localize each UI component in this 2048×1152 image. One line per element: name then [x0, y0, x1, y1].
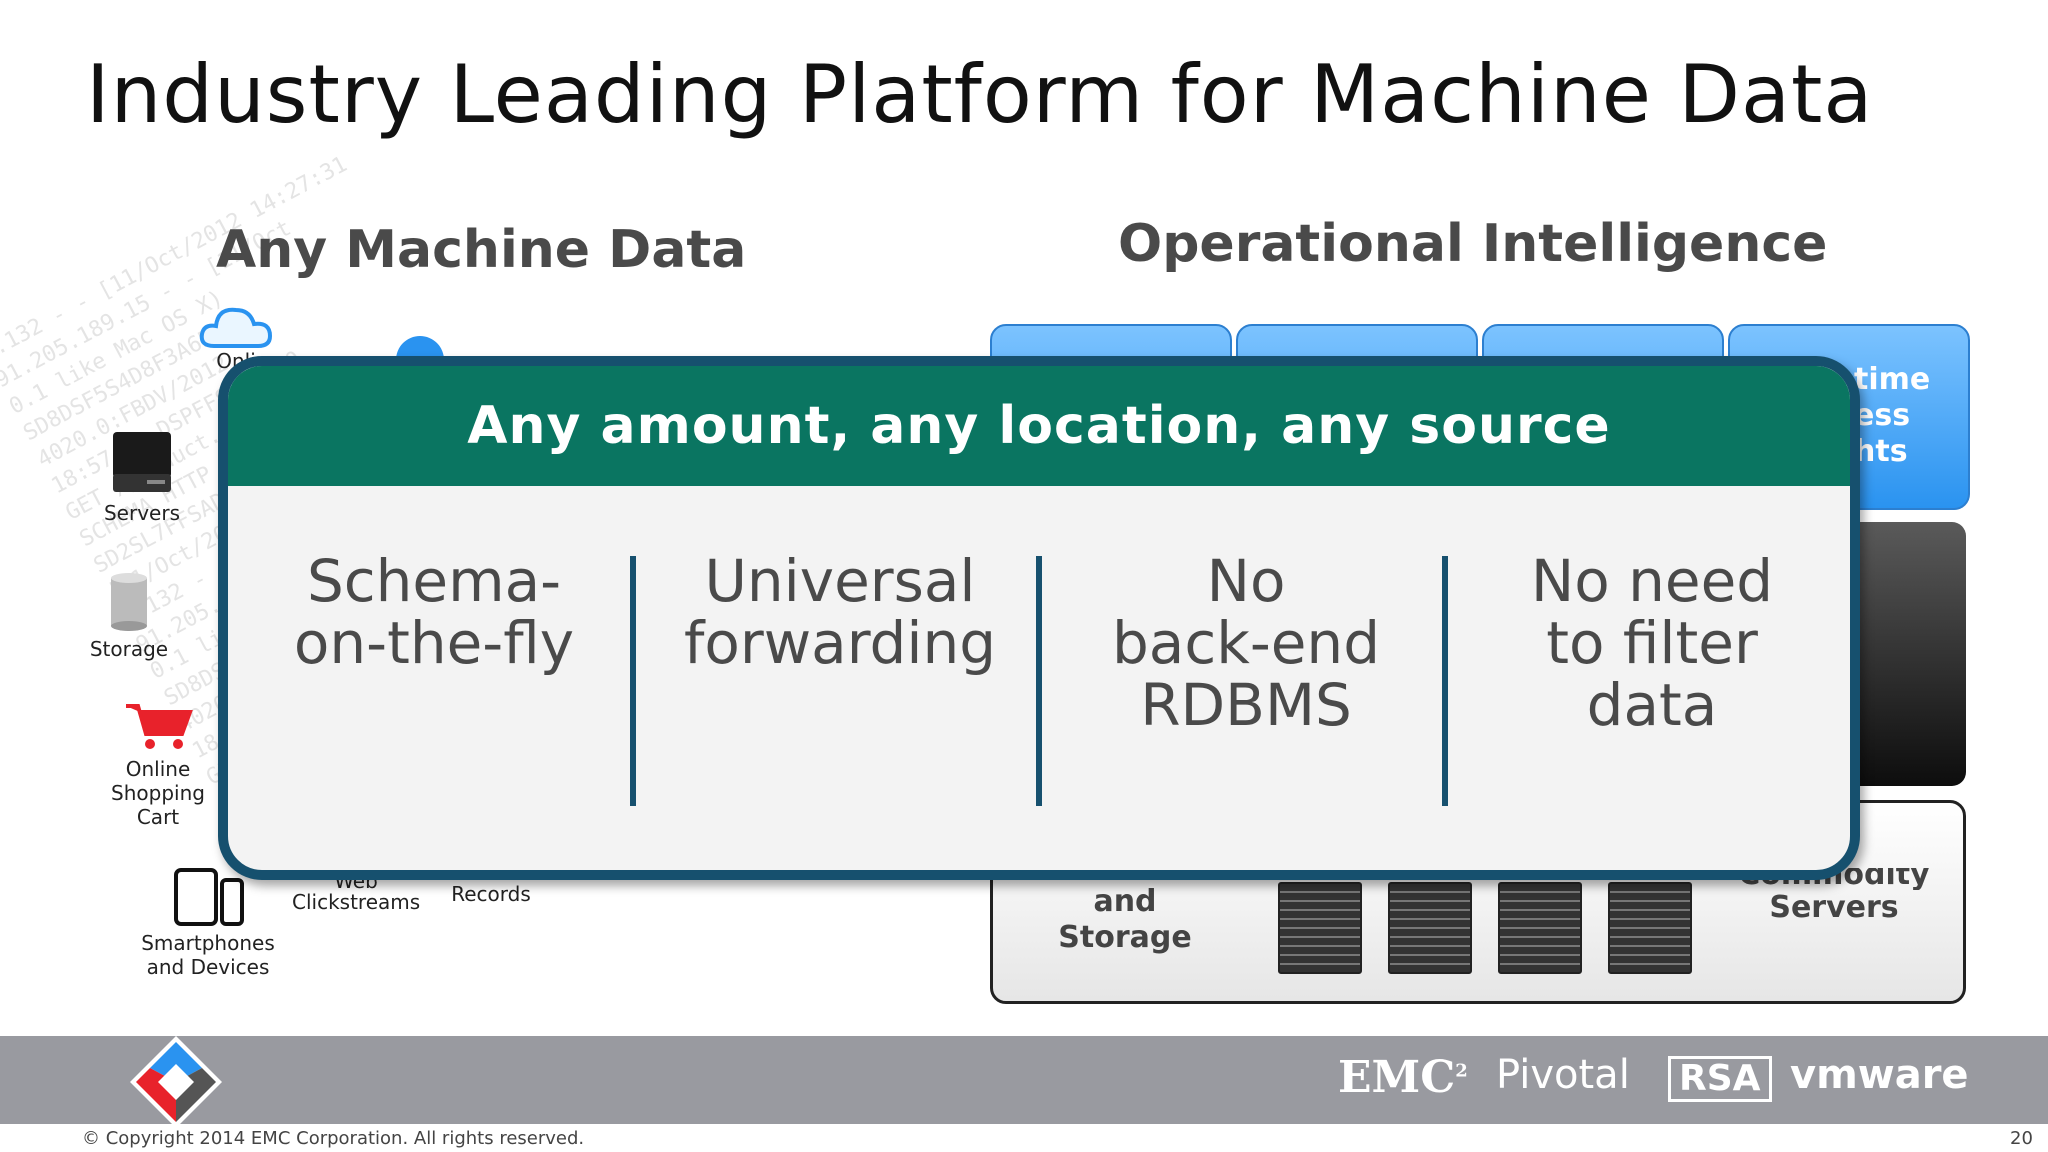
source-storage: Storage	[84, 572, 174, 661]
brand-vmware: vmware	[1790, 1052, 1969, 1098]
heading-any-machine-data: Any Machine Data	[216, 220, 747, 280]
source-servers: Servers	[96, 428, 188, 525]
source-web-clickstreams: Web Clickstreams	[292, 878, 421, 914]
brand-emc: EMC2	[1338, 1052, 1468, 1103]
copyright-text: © Copyright 2014 EMC Corporation. All ri…	[82, 1128, 585, 1149]
card-column-rdbms: No back-end RDBMS	[1111, 547, 1381, 739]
source-smartphones: Smartphones and Devices	[136, 868, 280, 979]
column-divider	[1442, 556, 1448, 806]
card-header: Any amount, any location, any source	[228, 366, 1850, 486]
card-body: Schema- on-the-fly Universal forwarding …	[228, 486, 1850, 870]
heading-operational-intelligence: Operational Intelligence	[1118, 214, 1828, 274]
cloud-icon	[199, 307, 273, 348]
page-number: 20	[2010, 1128, 2033, 1149]
server-rack-icon	[1608, 882, 1692, 974]
card-column-forwarding: Universal forwarding	[683, 547, 997, 677]
shopping-cart-icon	[126, 704, 193, 749]
server-icon	[113, 432, 171, 492]
server-rack-icon	[1278, 882, 1362, 974]
overlay-card: Any amount, any location, any source Sch…	[218, 356, 1860, 880]
card-column-filter: No need to filter data	[1530, 547, 1774, 739]
storage-cylinder-icon	[111, 573, 147, 631]
card-column-schema: Schema- on-the-fly	[293, 547, 575, 677]
column-divider	[630, 556, 636, 806]
footer-band	[0, 1036, 2048, 1124]
brand-pivotal: Pivotal	[1496, 1052, 1630, 1098]
source-shopping-cart: Online Shopping Cart	[104, 700, 212, 829]
column-divider	[1036, 556, 1042, 806]
source-records: Records	[451, 882, 531, 906]
emc-federation-logo	[130, 1036, 222, 1128]
tile-text-partial: time ess hts	[1854, 362, 1931, 469]
tablet-phone-icon	[174, 868, 244, 926]
slide-title: Industry Leading Platform for Machine Da…	[86, 48, 1874, 141]
server-rack-icon	[1388, 882, 1472, 974]
brand-rsa: RSA	[1668, 1056, 1772, 1102]
storage-label: and Storage	[1058, 884, 1192, 955]
server-rack-icon	[1498, 882, 1582, 974]
